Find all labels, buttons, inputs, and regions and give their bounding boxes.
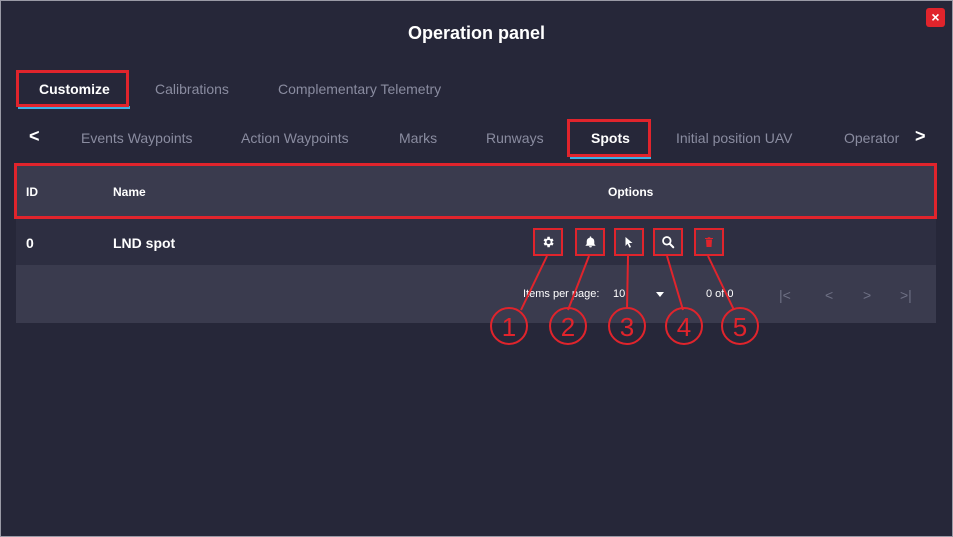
scroll-left-icon[interactable]: < bbox=[29, 126, 40, 146]
subtab-operator[interactable]: Operator bbox=[844, 130, 900, 146]
table-row[interactable] bbox=[16, 219, 936, 265]
active-tab-indicator bbox=[18, 106, 130, 109]
callout-1: 1 bbox=[490, 307, 528, 345]
zoom-button[interactable] bbox=[653, 228, 683, 256]
callout-3: 3 bbox=[608, 307, 646, 345]
tab-complementary-telemetry[interactable]: Complementary Telemetry bbox=[278, 81, 442, 97]
cell-id: 0 bbox=[26, 235, 34, 251]
delete-button[interactable] bbox=[694, 228, 724, 256]
subtab-action-waypoints[interactable]: Action Waypoints bbox=[241, 130, 349, 146]
prev-page-button[interactable]: < bbox=[825, 287, 834, 303]
subtab-marks[interactable]: Marks bbox=[399, 130, 438, 146]
alert-button[interactable] bbox=[575, 228, 605, 256]
bell-icon bbox=[585, 236, 595, 248]
last-page-button[interactable]: >| bbox=[900, 287, 912, 303]
subtab-events-waypoints[interactable]: Events Waypoints bbox=[81, 130, 193, 146]
column-name[interactable]: Name bbox=[113, 185, 146, 199]
table-footer bbox=[16, 265, 936, 323]
select-button[interactable] bbox=[614, 228, 644, 256]
column-options: Options bbox=[608, 185, 654, 199]
scroll-right-icon[interactable]: > bbox=[915, 126, 926, 146]
tab-customize[interactable]: Customize bbox=[39, 81, 110, 97]
gear-icon bbox=[543, 236, 554, 248]
subtab-runways[interactable]: Runways bbox=[486, 130, 544, 146]
items-per-page-select[interactable]: 10 bbox=[613, 288, 626, 300]
subtab-initial-position-uav[interactable]: Initial position UAV bbox=[676, 130, 793, 146]
chevron-down-icon[interactable] bbox=[656, 292, 664, 297]
panel-title: Operation panel bbox=[407, 23, 546, 43]
search-icon bbox=[662, 236, 675, 249]
close-button[interactable]: × bbox=[926, 8, 945, 27]
settings-button[interactable] bbox=[533, 228, 563, 256]
items-per-page-label: Items per page: bbox=[523, 288, 600, 300]
active-subtab-indicator bbox=[570, 156, 651, 159]
tab-calibrations[interactable]: Calibrations bbox=[155, 81, 229, 97]
trash-icon bbox=[705, 237, 713, 247]
callout-4: 4 bbox=[665, 307, 703, 345]
column-id[interactable]: ID bbox=[26, 185, 38, 199]
callout-2: 2 bbox=[549, 307, 587, 345]
callout-5: 5 bbox=[721, 307, 759, 345]
cell-name: LND spot bbox=[113, 235, 176, 251]
cursor-icon bbox=[625, 237, 633, 248]
next-page-button[interactable]: > bbox=[863, 287, 872, 303]
subtab-spots[interactable]: Spots bbox=[591, 130, 630, 146]
first-page-button[interactable]: |< bbox=[779, 287, 791, 303]
table-header bbox=[16, 166, 936, 219]
